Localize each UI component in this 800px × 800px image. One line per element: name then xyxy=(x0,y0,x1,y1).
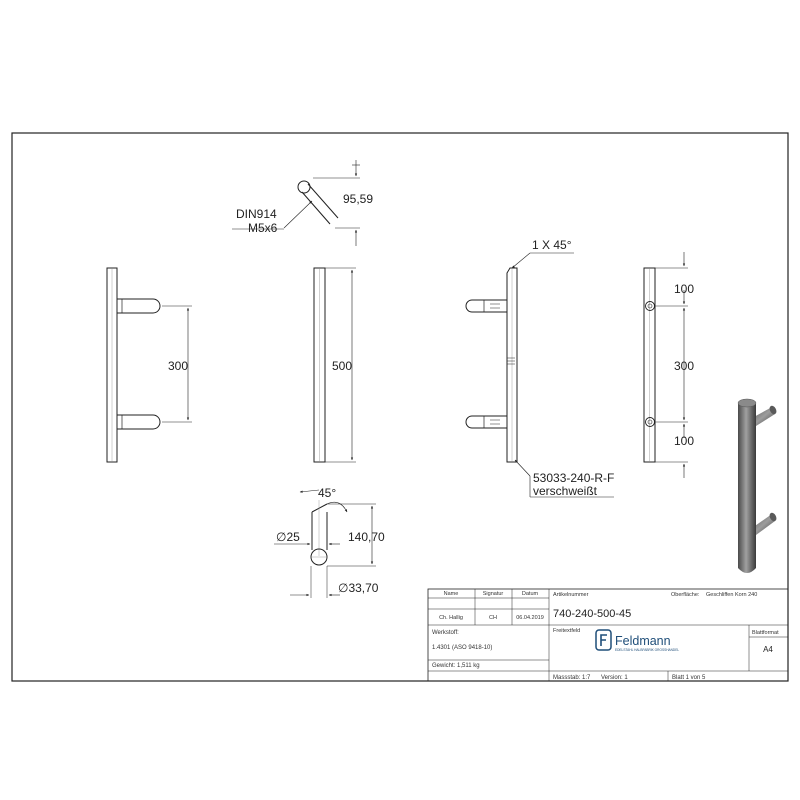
company-name: Feldmann xyxy=(615,634,671,648)
company-tagline: EDELSTAHL HALBFABRIK GROSSHANDEL xyxy=(615,648,679,652)
post-height-label: 140,70 xyxy=(348,530,385,544)
sheet-border xyxy=(11,132,789,682)
tb-article-label: Artikelnummer xyxy=(553,592,589,598)
bar-length-label: 500 xyxy=(332,359,352,373)
tb-col-signature: Signatur xyxy=(483,591,504,597)
angle-label: 45° xyxy=(318,486,336,500)
tb-surface-label: Oberfläche: xyxy=(671,592,700,598)
view-front-bar: 500 xyxy=(313,267,356,463)
tb-format-label: Blattformat xyxy=(752,630,779,636)
tb-col-date: Datum xyxy=(522,591,539,597)
view-top-screw-detail: 95,59 DIN914 M5x6 xyxy=(232,160,373,246)
tb-name: Ch. Hallig xyxy=(439,615,463,621)
view-post-detail: 45° 140,70 ∅25 ∅33,70 xyxy=(274,486,385,598)
end-offset-bottom-label: 100 xyxy=(674,434,694,448)
view-side-with-posts: 300 xyxy=(106,267,192,463)
post-diameter-label: ∅25 xyxy=(276,530,300,544)
tb-scale: Massstab: 1:7 xyxy=(553,675,591,681)
tb-signature: CH xyxy=(489,615,497,621)
feldmann-logo-icon xyxy=(595,629,612,651)
screw-spec-line1: DIN914 xyxy=(236,207,277,221)
top-height-label: 95,59 xyxy=(343,192,373,206)
tb-surface-value: Geschliffen Korn 240 xyxy=(706,592,757,598)
tb-freetext-label: Freitextfeld xyxy=(553,628,580,634)
tb-format-value: A4 xyxy=(763,645,773,654)
tb-version: Version: 1 xyxy=(601,675,628,681)
tb-article-number: 740-240-500-45 xyxy=(553,608,631,620)
screw-spec-line2: M5x6 xyxy=(248,221,278,235)
view-welded-side: 1 X 45° 53033-240-R-F verschweißt xyxy=(465,238,614,498)
feldmann-logo: Feldmann EDELSTAHL HALBFABRIK GROSSHANDE… xyxy=(595,629,679,652)
tb-material-value: 1.4301 (ASO 9418-10) xyxy=(432,645,492,651)
tb-col-name: Name xyxy=(444,591,459,597)
tb-material-label: Werkstoff: xyxy=(432,630,459,636)
chamfer-label: 1 X 45° xyxy=(532,238,572,252)
weld-note-label: verschweißt xyxy=(533,484,598,498)
part-number-label: 53033-240-R-F xyxy=(533,471,614,485)
handle-3d-render xyxy=(737,398,777,573)
tb-weight: Gewicht: 1,511 kg xyxy=(432,663,480,669)
tb-date: 06.04.2019 xyxy=(516,615,544,621)
bar-diameter-label: ∅33,70 xyxy=(338,581,379,595)
title-block: Name Signatur Datum Ch. Hallig CH 06.04.… xyxy=(427,588,789,682)
post-spacing-label: 300 xyxy=(168,359,188,373)
view-hole-layout: 100 300 100 xyxy=(643,252,694,478)
end-offset-spacing-label: 300 xyxy=(674,359,694,373)
end-offset-top-label: 100 xyxy=(674,282,694,296)
tb-sheet: Blatt 1 von 5 xyxy=(672,675,706,681)
